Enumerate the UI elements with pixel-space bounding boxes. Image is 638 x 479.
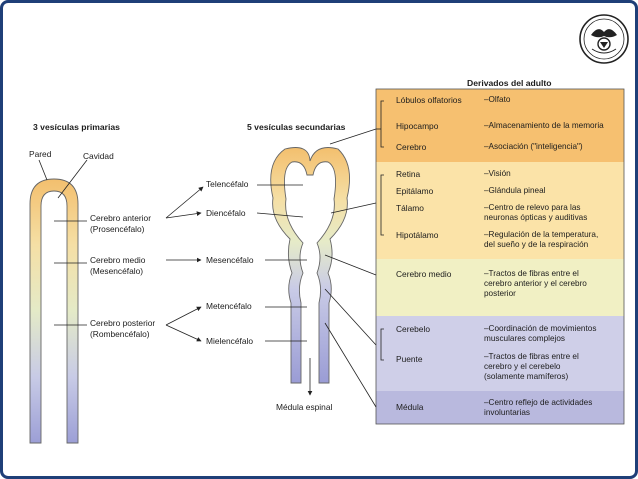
structure-puente: Puente [396, 354, 423, 364]
label-telencefalo: Telencéfalo [206, 179, 249, 189]
function-vision: –Visión [484, 169, 511, 178]
function-tractos-anterior-posterior: –Tractos de fibras entre el cerebro ante… [484, 269, 587, 298]
function-glandula-pineal: –Glándula pineal [484, 186, 546, 195]
label-medula-espinal: Médula espinal [276, 402, 333, 412]
structure-hipotalamo: Hipotálamo [396, 230, 439, 240]
label-metencefalo: Metencéfalo [206, 301, 252, 311]
label-mielencefalo: Mielencéfalo [206, 336, 254, 346]
function-memoria: –Almacenamiento de la memoria [484, 121, 604, 130]
label-mesencefalo-primario: (Mesencéfalo) [90, 266, 144, 276]
label-cavidad: Cavidad [83, 151, 114, 161]
secondary-neural-tube [270, 147, 350, 384]
function-olfato: –Olfato [484, 95, 511, 104]
derivatives-header: Derivados del adulto [467, 78, 552, 88]
structure-cerebro-medio: Cerebro medio [396, 269, 452, 279]
label-cerebro-anterior: Cerebro anterior [90, 213, 151, 223]
table-band-myelencephalon [376, 391, 624, 424]
secondary-vesicles-header: 5 vesículas secundarias [247, 122, 346, 132]
table-band-diencephalon [376, 162, 624, 259]
label-prosencefalo: (Prosencéfalo) [90, 224, 145, 234]
table-band-mesencephalon [376, 259, 624, 316]
label-mesencefalo: Mesencéfalo [206, 255, 254, 265]
label-cerebro-posterior: Cerebro posterior [90, 318, 156, 328]
brain-development-diagram [29, 14, 629, 444]
structure-talamo: Tálamo [396, 203, 424, 213]
label-diencefalo: Diencéfalo [206, 208, 246, 218]
structure-hipocampo: Hipocampo [396, 121, 439, 131]
function-centro-relevo: –Centro de relevo para las neuronas ópti… [484, 203, 588, 222]
primary-neural-tube [29, 178, 79, 444]
function-regulacion: –Regulación de la temperatura, del sueño… [484, 230, 599, 249]
function-coordinacion: –Coordinación de movimientos musculares … [484, 324, 597, 343]
structure-epitalamo: Epitálamo [396, 186, 434, 196]
label-rombencefalo: (Rombencéfalo) [90, 329, 150, 339]
primary-vesicles-header: 3 vesículas primarias [33, 122, 120, 132]
label-cerebro-medio-primario: Cerebro medio [90, 255, 146, 265]
structure-lobulos-olfatorios: Lóbulos olfatorios [396, 95, 462, 105]
table-band-metencephalon [376, 316, 624, 391]
derivatives-table [375, 88, 625, 425]
structure-retina: Retina [396, 169, 421, 179]
function-tractos-cerebelo: –Tractos de fibras entre el cerebro y el… [484, 352, 579, 381]
function-asociacion: –Asociación ("inteligencia") [484, 142, 583, 151]
structure-cerebelo: Cerebelo [396, 324, 430, 334]
structure-medula: Médula [396, 402, 424, 412]
university-seal-icon [579, 14, 629, 64]
function-centro-reflejo: –Centro reflejo de actividades involunta… [484, 398, 593, 417]
label-pared: Pared [29, 149, 52, 159]
structure-cerebro: Cerebro [396, 142, 427, 152]
table-band-telencephalon [376, 89, 624, 162]
